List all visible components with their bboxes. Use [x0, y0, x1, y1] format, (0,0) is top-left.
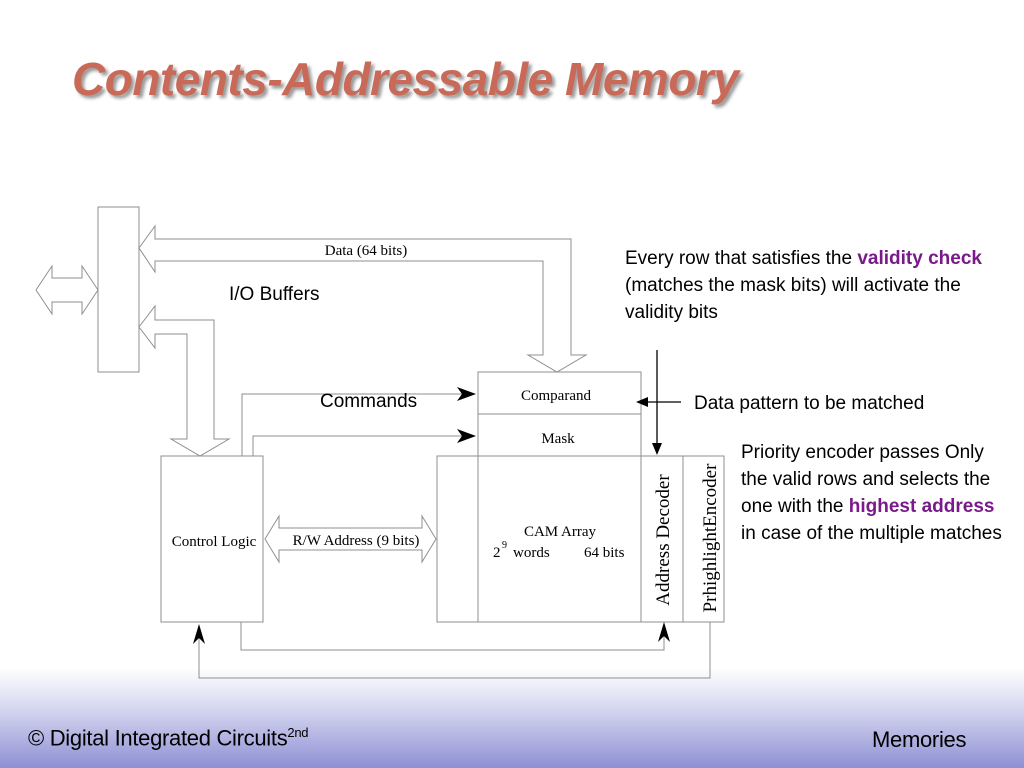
cam-array-label: CAM Array [524, 524, 597, 540]
io-to-control-arrow [138, 304, 231, 457]
comparand-label: Comparand [521, 388, 591, 404]
cam-words-exponent: 9 [502, 540, 507, 551]
footer-band [0, 668, 1024, 768]
priority-note-highlight: highest address [848, 496, 995, 517]
footer-copyright-text: © Digital Integrated Circuits [28, 725, 288, 751]
mask-label: Mask [541, 431, 575, 447]
validity-pointer-arrowhead [652, 443, 662, 455]
priority-encoder-label: PrhighlightEncoder [700, 463, 721, 612]
validity-note: Every row that satisfies the validity ch… [625, 245, 1005, 326]
commands-arrowhead-comparand [457, 387, 476, 401]
validity-note-post: (matches the mask bits) will activate th… [625, 275, 961, 323]
rw-address-arrow [264, 514, 437, 564]
cam-array-outer [436, 455, 725, 623]
control-logic-box [160, 455, 264, 623]
commands-arrowhead-mask [457, 429, 476, 443]
control-logic-label: Control Logic [172, 534, 257, 550]
footer-copyright: © Digital Integrated Circuits2nd [28, 725, 309, 751]
io-buffer-box [97, 206, 140, 373]
priority-note-post: in case of the multiple matches [741, 523, 1002, 544]
validity-note-pre: Every row that satisfies the [625, 248, 858, 269]
priority-note-pre: Priority encoder passes Only the valid r… [741, 442, 991, 517]
cam-words-base: 2 [493, 545, 501, 561]
address-decoder-label: Address Decoder [653, 474, 674, 606]
validity-note-highlight: validity check [857, 248, 982, 269]
priority-feedback-line [198, 622, 711, 679]
cam-words-label: words [513, 545, 550, 561]
commands-line-mask [252, 435, 462, 456]
priority-feedback-arrowhead [193, 624, 205, 644]
address-feedback-arrowhead [658, 622, 670, 642]
data-pattern-pointer-arrowhead [636, 397, 648, 407]
address-feedback-line [240, 622, 665, 651]
slide-title: Contents-Addressable Memory [72, 53, 739, 105]
footer-edition-sup: 2nd [287, 725, 309, 740]
cam-bits-label: 64 bits [584, 545, 625, 561]
external-io-arrow [35, 264, 99, 316]
io-buffers-label: I/O Buffers [229, 284, 320, 305]
data-bus-label: Data (64 bits) [325, 243, 407, 259]
rw-address-label: R/W Address (9 bits) [293, 533, 420, 549]
commands-line-comparand [241, 393, 462, 456]
data-pattern-note: Data pattern to be matched [694, 393, 925, 414]
footer-section-title: Memories [872, 727, 967, 752]
commands-label: Commands [320, 391, 418, 412]
priority-note: Priority encoder passes Only the valid r… [741, 439, 1011, 547]
